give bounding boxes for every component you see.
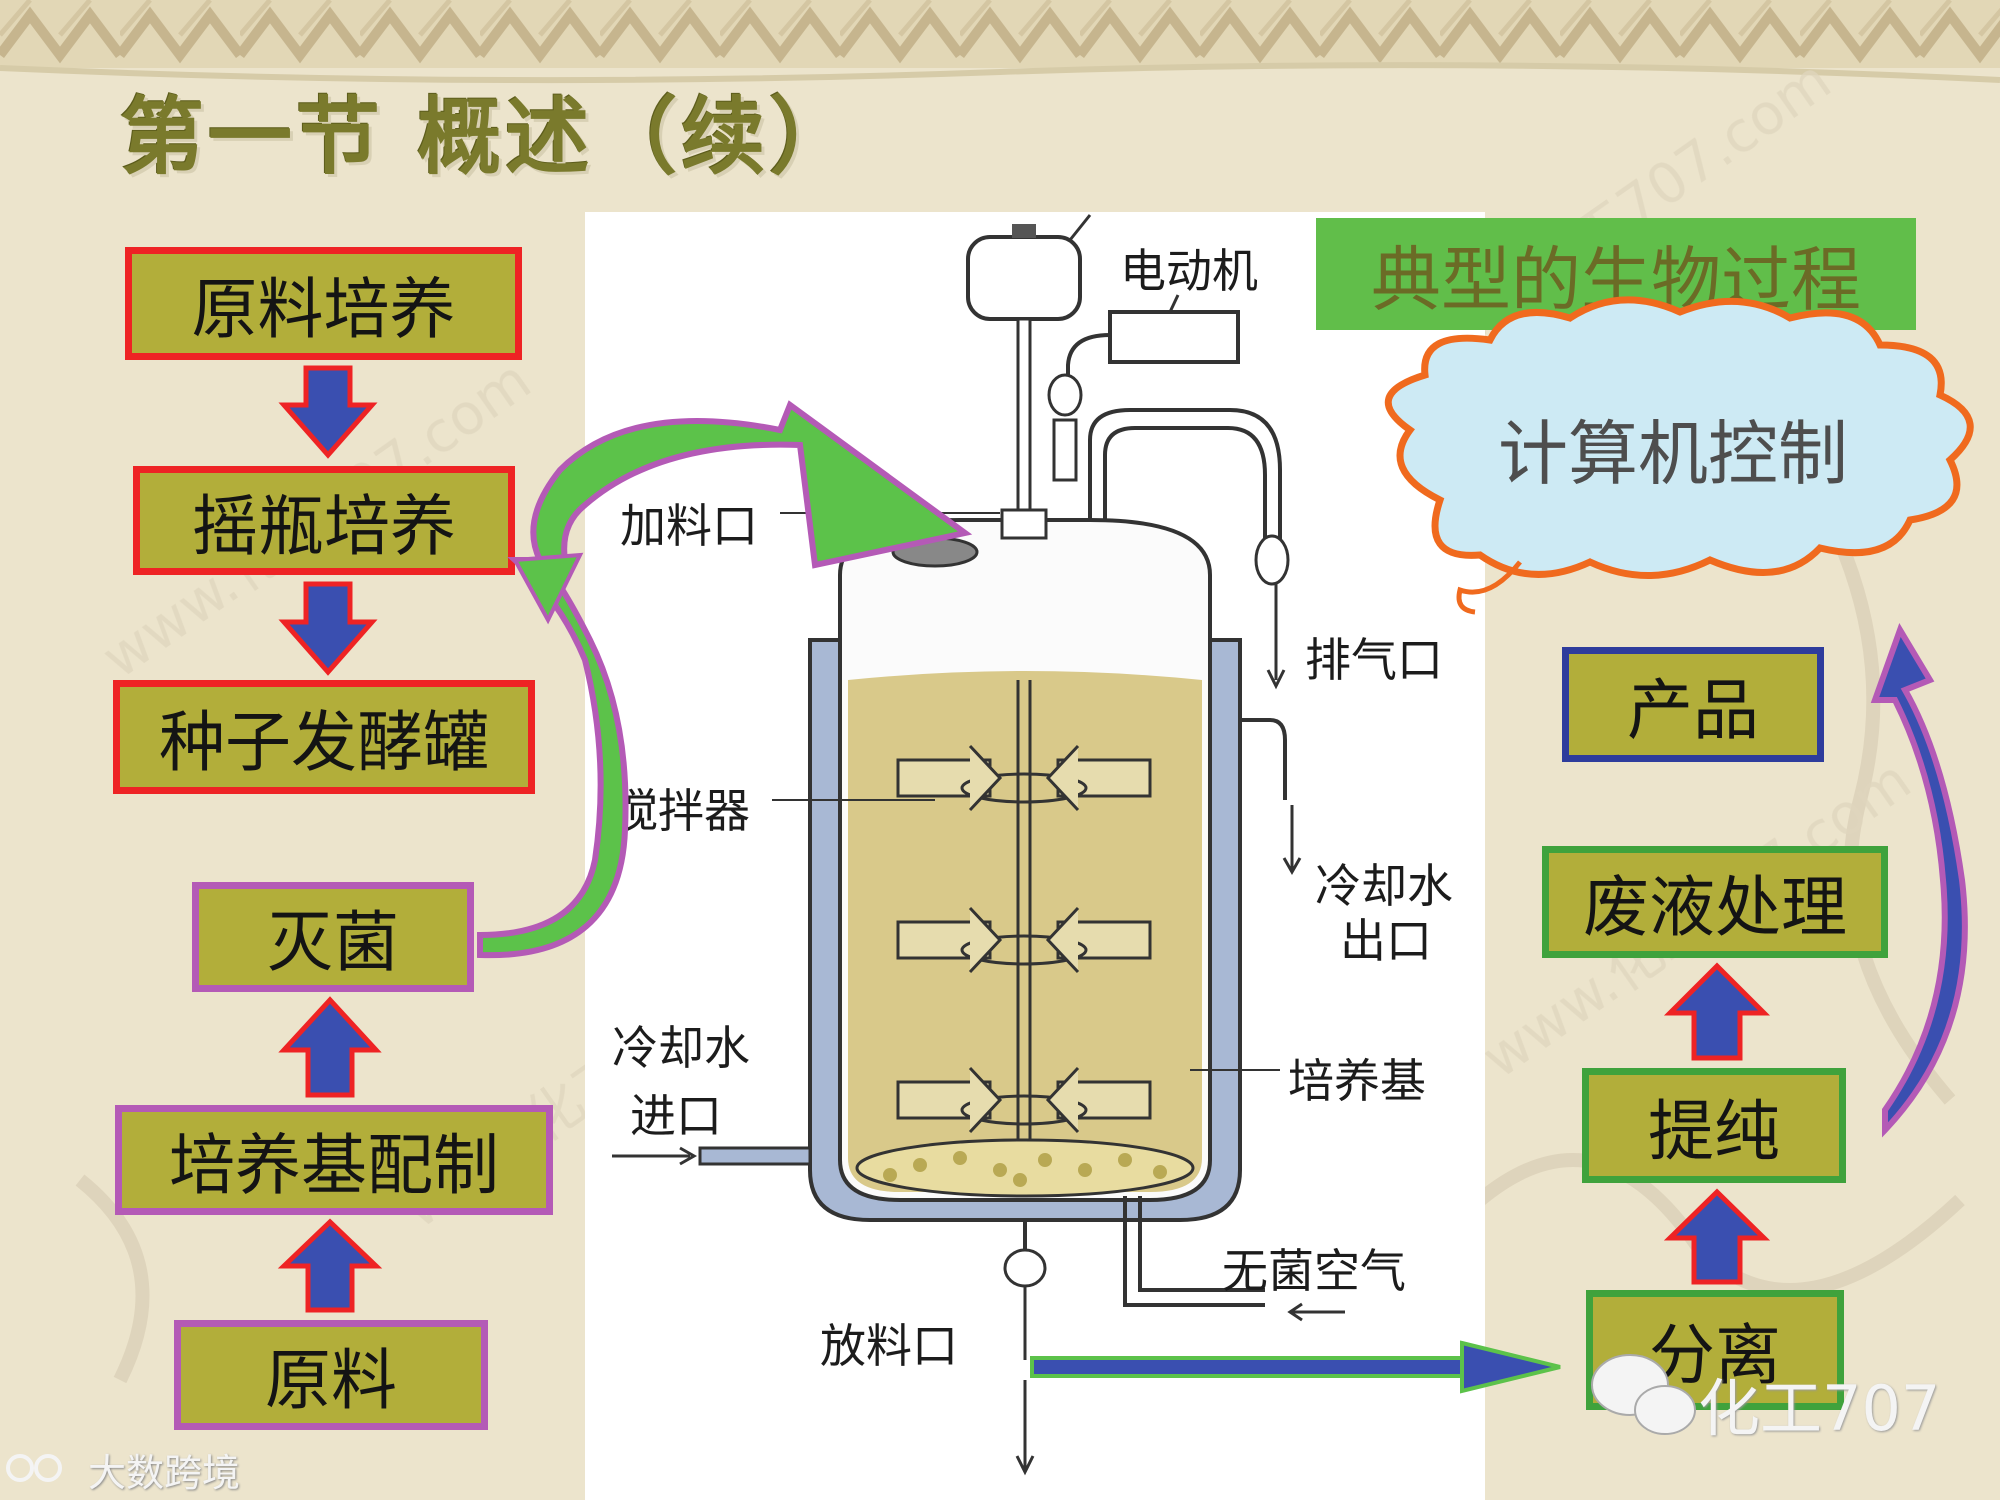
arrow-up-icon [1663,1188,1771,1285]
flow-box-seed-fermenter: 种子发酵罐 [113,680,535,794]
arrow-up-icon [1663,962,1771,1061]
slide-title: 第一节 概述（续） [120,88,858,186]
air-sparger-icon [855,1138,1195,1198]
flow-box-raw-culture: 原料培养 [125,247,522,360]
label-discharge: 放料口 [820,1319,958,1373]
flow-box-waste-treatment: 废液处理 [1542,846,1888,958]
label-sterile-air: 无菌空气 [1222,1244,1406,1298]
label-medium: 培养基 [1288,1054,1426,1108]
flow-box-sterilization: 灭菌 [192,882,474,992]
arrow-up-icon [278,996,382,1098]
arrow-right-icon [1030,1340,1561,1394]
flow-box-raw-material: 原料 [174,1320,488,1430]
label-cooling-out-2: 出口 [1340,914,1432,968]
discharge-valve-icon [1003,1220,1047,1476]
label-cooling-in-2: 进口 [630,1089,722,1143]
label-feed-port: 加料口 [620,499,758,553]
impeller-icon [896,744,1152,812]
wechat-icon [1591,1354,1696,1435]
curved-arrow-icon [477,400,973,959]
impeller-icon [896,1066,1152,1134]
controller-box-icon [1047,294,1240,482]
label-exhaust: 排气口 [1305,633,1443,687]
brand-logo-icon [6,1454,62,1482]
exhaust-pipe-icon [1088,408,1282,545]
label-motor: 电动机 [1120,244,1258,298]
label-cooling-out-1: 冷却水 [1315,859,1453,913]
cooling-inlet-pipe-icon [698,1146,812,1166]
cooling-outlet-pipe-icon [1240,718,1287,800]
curved-arrow-icon [1870,623,1968,1138]
corner-watermark: 大数跨境 [88,1451,241,1495]
label-cooling-in-1: 冷却水 [612,1021,750,1075]
air-inlet-pipe-icon [1123,1196,1265,1307]
impeller-icon [896,906,1152,974]
arrow-up-icon [277,1218,383,1313]
cloud-label: 计算机控制 [1498,413,1848,495]
label-agitator: 搅拌器 [612,784,750,838]
medium-liquid-icon [848,671,1202,1192]
flow-box-product: 产品 [1562,647,1824,762]
flow-box-purification: 提纯 [1582,1068,1846,1183]
arrow-down-icon [278,365,378,459]
flow-box-shake-flask: 摇瓶培养 [133,466,515,575]
flow-box-separation: 分离 [1586,1290,1844,1410]
arrow-down-icon [278,581,378,676]
flow-box-medium-preparation: 培养基配制 [115,1105,553,1215]
wechat-watermark: 化工707 [1698,1372,1941,1445]
